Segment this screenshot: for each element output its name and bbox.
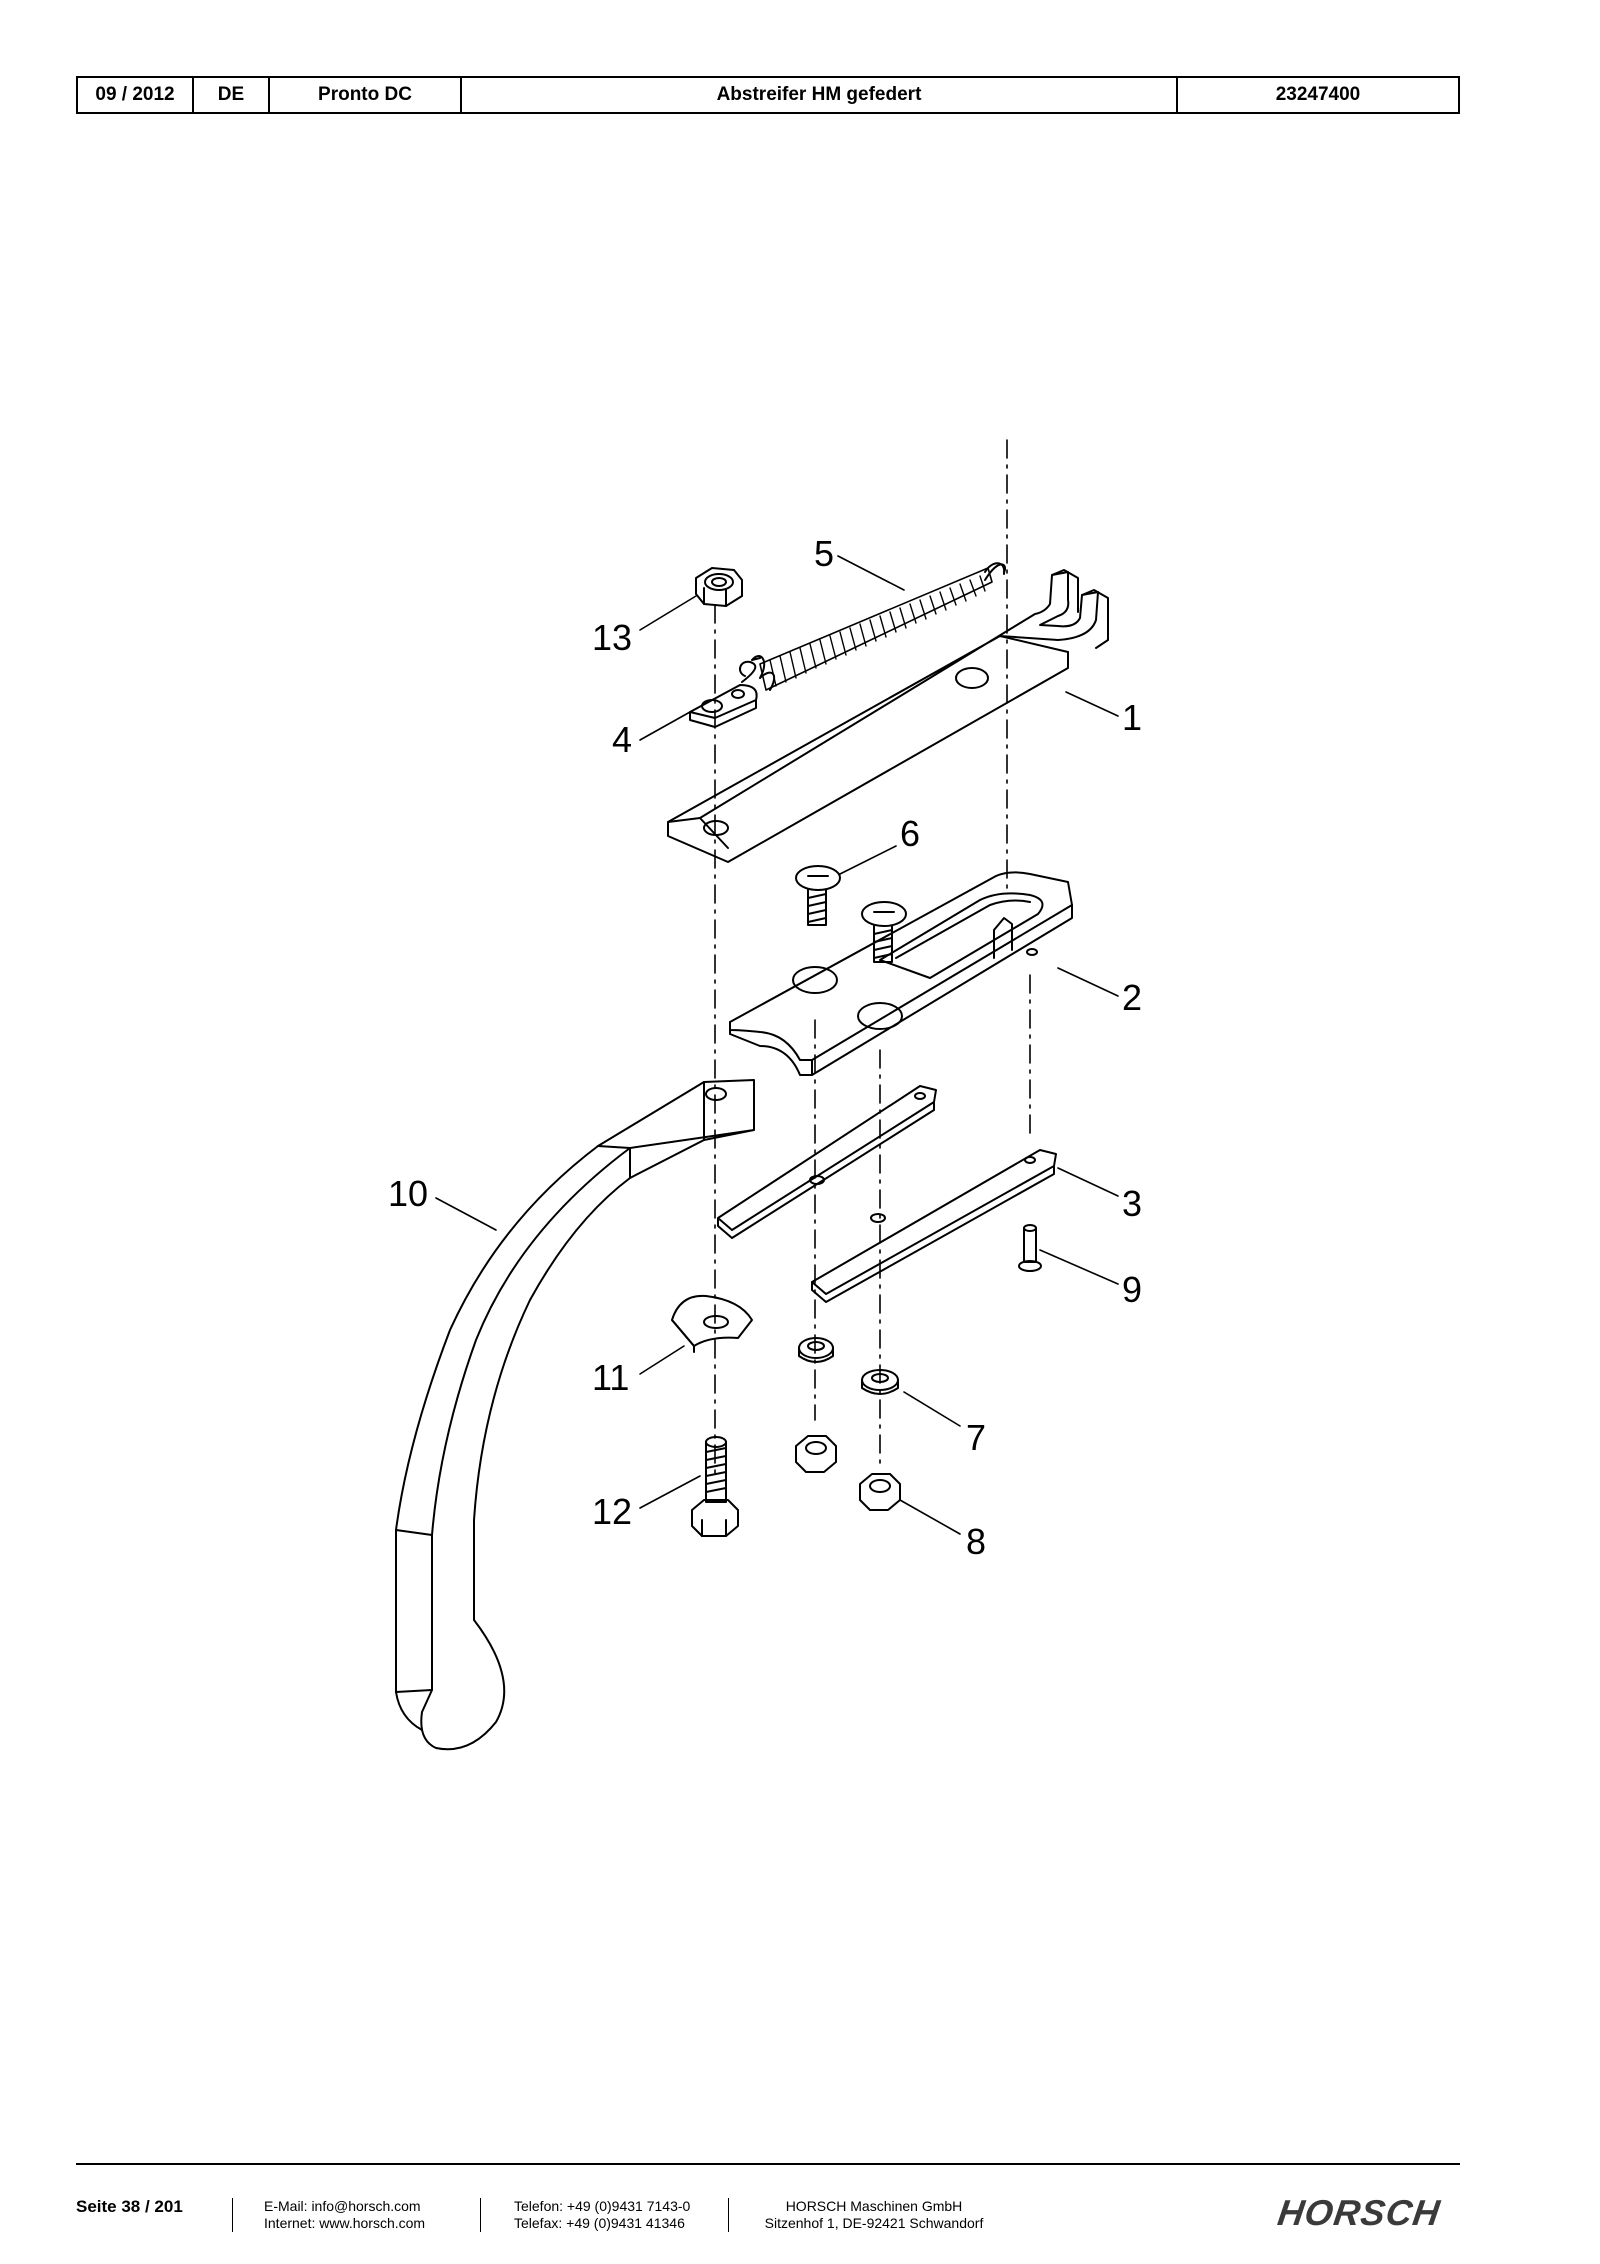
callout-6: 6 bbox=[900, 813, 921, 854]
part-9-pin bbox=[1018, 1224, 1042, 1272]
horsch-logo: HORSCH bbox=[1275, 2192, 1443, 2233]
part-8-nut bbox=[859, 1473, 901, 1511]
callout-4: 4 bbox=[612, 719, 633, 760]
footer-phone: Telefon: +49 (0)9431 7143-0 bbox=[514, 2198, 691, 2214]
part-4-eye-plate bbox=[689, 684, 758, 728]
callout-5: 5 bbox=[814, 533, 835, 574]
part-6-screws bbox=[795, 865, 907, 963]
part-1-holder-bar bbox=[667, 569, 1109, 863]
part-7-washer bbox=[861, 1369, 899, 1395]
footer-separator bbox=[480, 2198, 481, 2232]
callout-12: 12 bbox=[592, 1491, 633, 1532]
footer-internet[interactable]: Internet: www.horsch.com bbox=[264, 2215, 426, 2231]
part-3-blades bbox=[717, 1085, 1057, 1303]
left-nut bbox=[795, 1435, 837, 1473]
footer-email[interactable]: E-Mail: info@horsch.com bbox=[264, 2198, 421, 2214]
part-12-bolt bbox=[691, 1436, 739, 1537]
callout-2: 2 bbox=[1122, 977, 1143, 1018]
callout-9: 9 bbox=[1122, 1269, 1143, 1310]
part-10-tine bbox=[395, 1079, 755, 1751]
footer-rule bbox=[76, 2163, 1460, 2165]
part-2-base-plate bbox=[729, 871, 1073, 1076]
part-5-spring bbox=[739, 562, 1006, 691]
callout-8: 8 bbox=[966, 1521, 987, 1562]
header-language: DE bbox=[194, 78, 270, 112]
leader-lines bbox=[435, 555, 1119, 1535]
footer-address: Sitzenhof 1, DE-92421 Schwandorf bbox=[764, 2215, 984, 2231]
callout-10: 10 bbox=[388, 1173, 429, 1214]
part-11-clamp bbox=[671, 1294, 753, 1353]
assembly-axes bbox=[714, 439, 1031, 1476]
callout-7: 7 bbox=[966, 1417, 987, 1458]
header-table: 09 / 2012 DE Pronto DC Abstreifer HM gef… bbox=[76, 76, 1460, 114]
callout-11: 11 bbox=[592, 1357, 630, 1398]
footer-fax: Telefax: +49 (0)9431 41346 bbox=[514, 2215, 685, 2231]
callout-3: 3 bbox=[1122, 1183, 1143, 1224]
header-part-number: 23247400 bbox=[1275, 84, 1361, 105]
part-13-lock-nut bbox=[695, 567, 743, 607]
header-date: 09 / 2012 bbox=[78, 78, 194, 112]
footer-separator bbox=[728, 2198, 729, 2232]
page-number: Seite 38 / 201 bbox=[76, 2197, 183, 2216]
callout-13: 13 bbox=[592, 617, 633, 658]
callout-1: 1 bbox=[1122, 697, 1143, 738]
header-title: Abstreifer HM gefedert bbox=[462, 78, 1178, 112]
footer-separator bbox=[232, 2198, 233, 2232]
footer-company: HORSCH Maschinen GmbH bbox=[785, 2198, 963, 2214]
header-product: Pronto DC bbox=[270, 78, 462, 112]
left-washer bbox=[798, 1337, 834, 1363]
